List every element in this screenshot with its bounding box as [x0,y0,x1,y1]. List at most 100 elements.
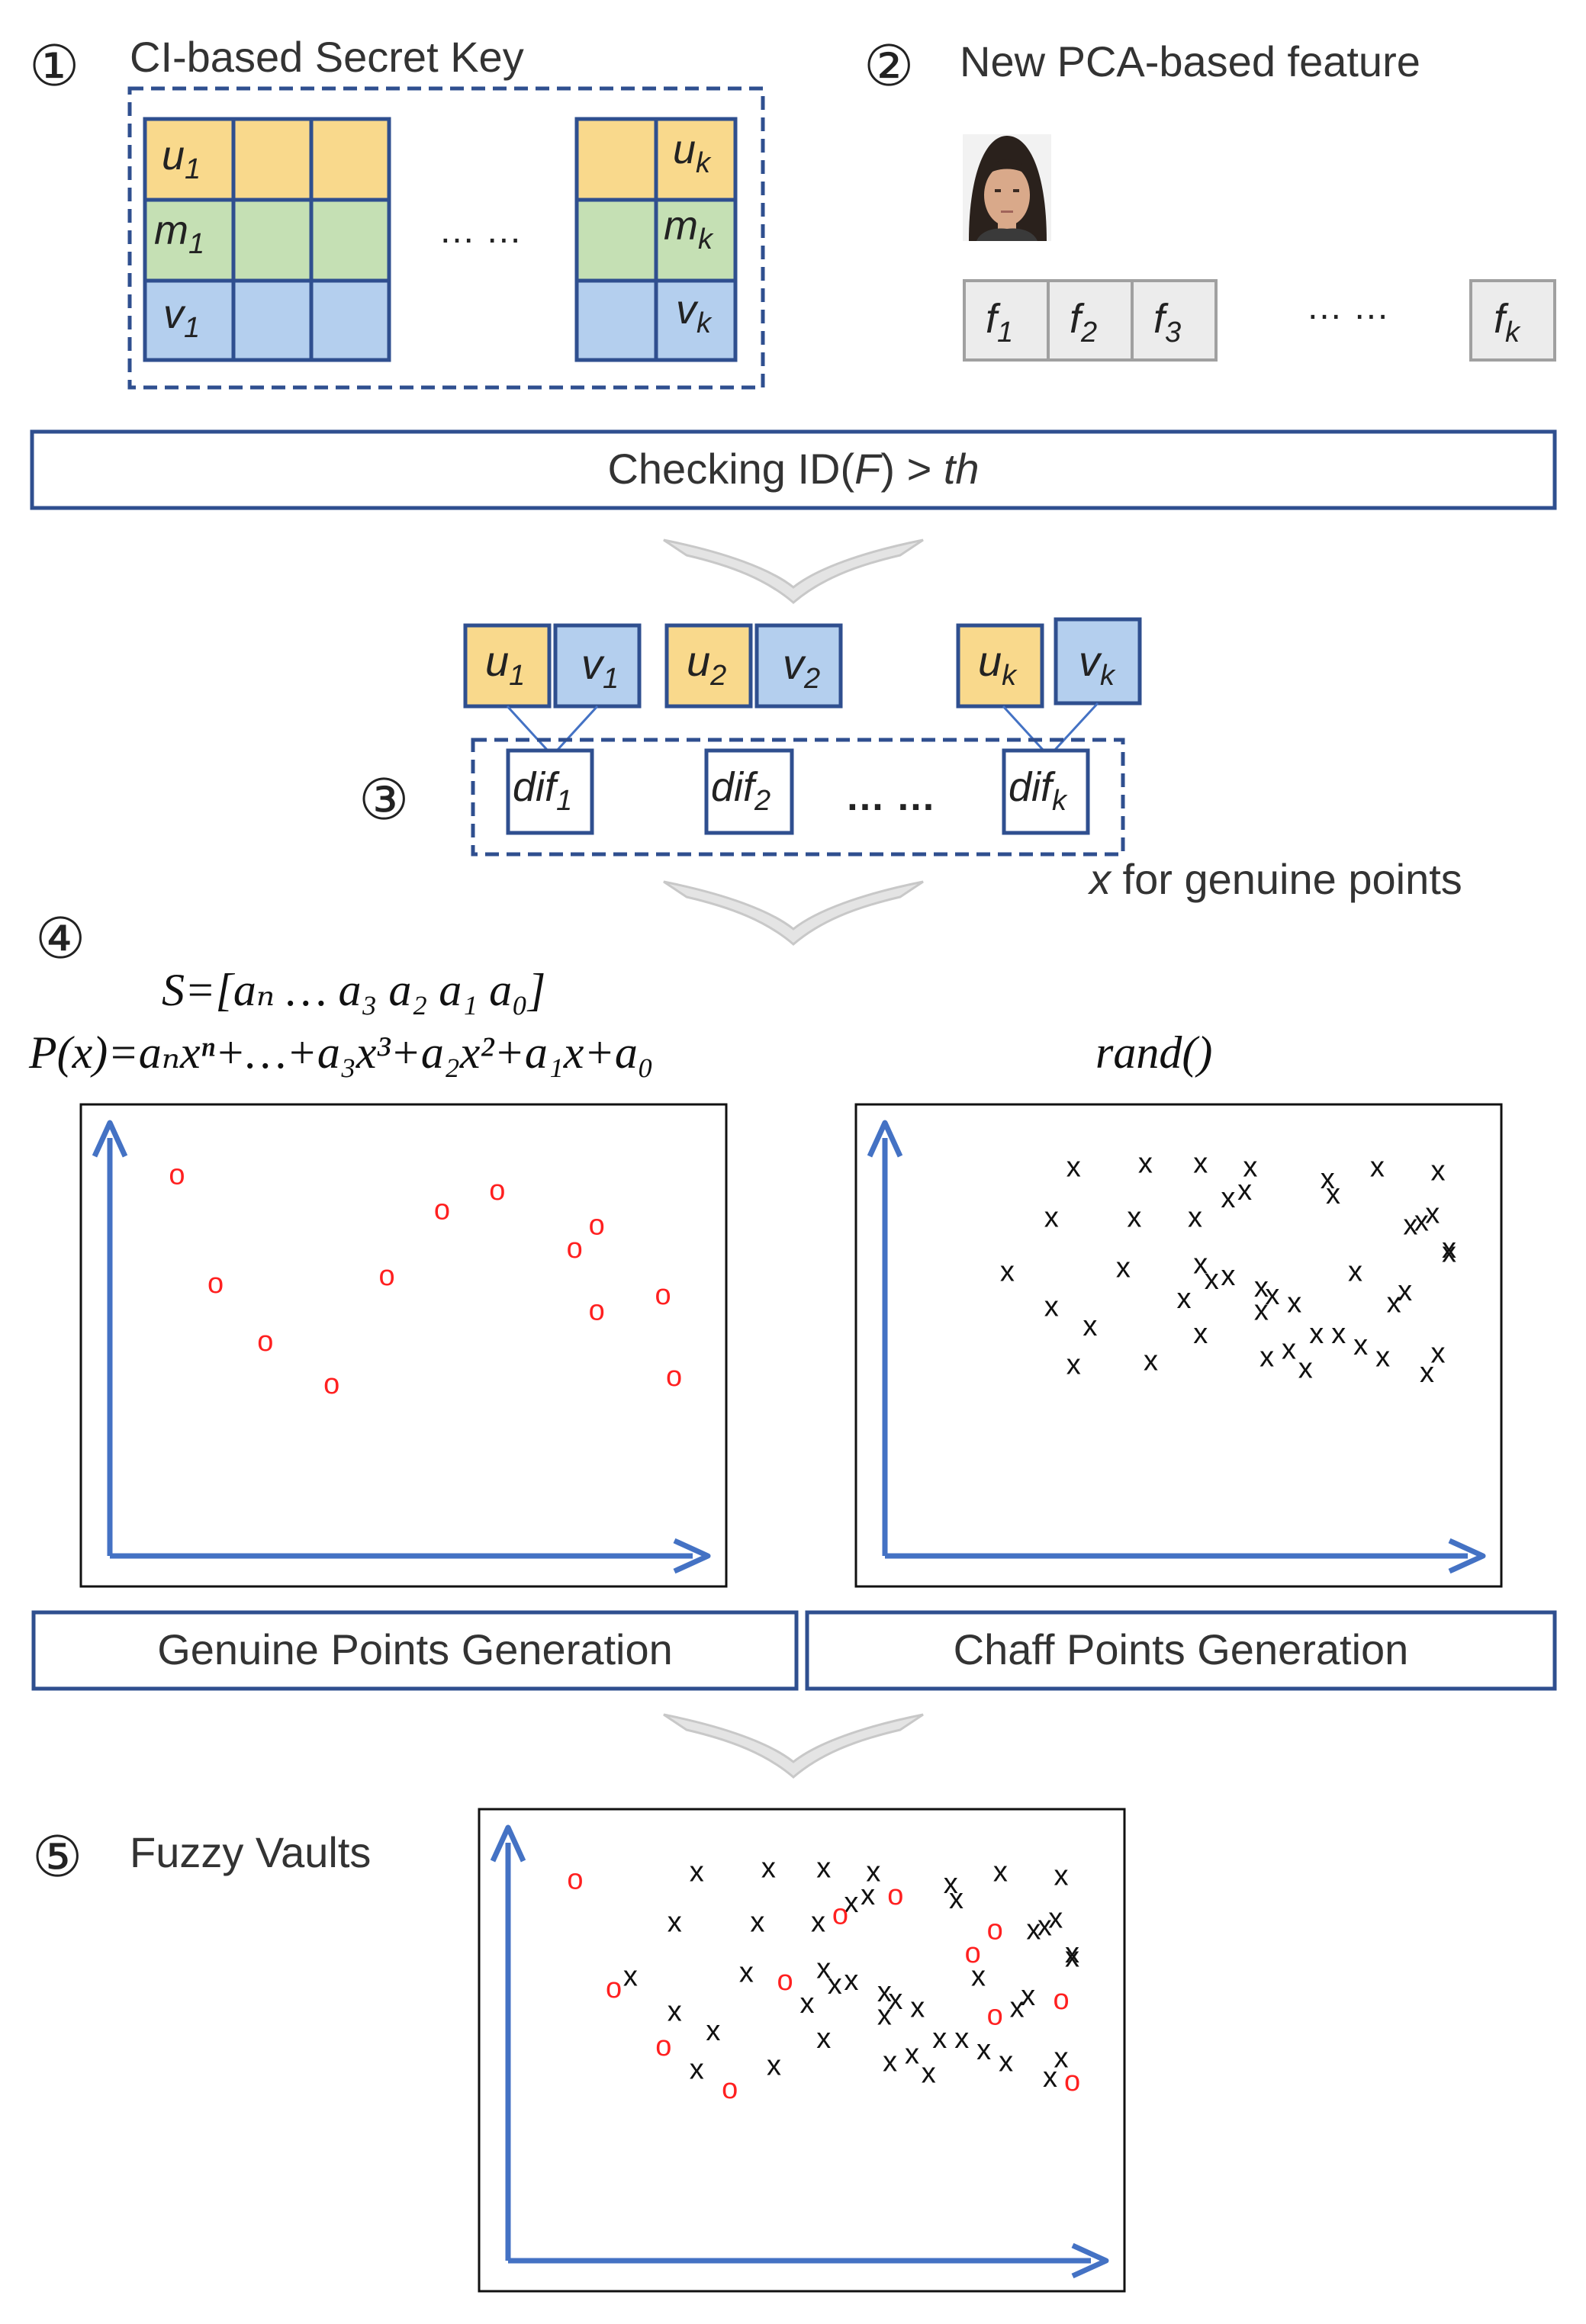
genuine-point: o [169,1159,185,1191]
pair1-v-sub: 1 [603,663,619,695]
key-m1-sub: 1 [188,228,204,260]
chaff-point: x [1205,1264,1219,1296]
key-v1-sub: 1 [184,312,200,344]
vault-chaff-point: x [954,2023,969,2055]
chaff-point: x [1221,1260,1235,1292]
chaff-point: x [1066,1349,1081,1381]
chaff-point: x [1348,1256,1362,1288]
vault-chaff-point: x [1048,1902,1063,1934]
genuine-point: o [655,1279,671,1311]
svg-text:u2: u2 [687,637,726,692]
vault-chaff-point: x [1010,1991,1025,2023]
feature-f1-sub: 1 [997,317,1013,349]
pairk-v-sub: k [1100,660,1116,692]
pair2-v: v [783,640,806,688]
svg-text:u1: u1 [485,637,525,692]
y-axis-arrowhead [490,1824,526,1863]
svg-text:m1: m1 [154,207,204,260]
vault-chaff-point: x [971,1961,986,1993]
vault-chaff-point: x [877,1999,892,2031]
feature-vector: f1 f2 f3 … … fk [963,279,1556,362]
chaff-point: x [1442,1233,1456,1265]
chaff-point: x [1398,1275,1412,1307]
svg-text:f1: f1 [986,296,1013,349]
chaff-points-generation-label: Chaff Points Generation [954,1625,1409,1673]
key-v1-label: v [163,291,186,337]
vault-chaff-point: x [844,1887,858,1919]
svg-text:Checking ID(F) > th: Checking ID(F) > th [607,445,979,493]
chaff-point: x [1044,1291,1059,1323]
down-arrow-icon [663,1713,924,1779]
vault-chaff-point: x [999,2046,1013,2078]
vault-chaff-point: x [761,1852,776,1884]
secret-key-dashed-frame [127,86,765,390]
step2-title: New PCA-based feature [960,37,1420,85]
pair2-u-sub: 2 [709,660,726,692]
key-mk-sub: k [698,223,714,256]
genuine-plot-axes [92,1120,711,1574]
genuine-point: o [666,1361,682,1393]
dif1: dif [513,764,560,810]
chaff-point: x [1282,1333,1296,1365]
chaff-point: x [1193,1249,1208,1281]
vault-chaff-point: x [811,1907,825,1939]
vault-genuine-point: o [777,1965,793,1997]
vault-chaff-point: x [888,1984,902,2016]
chaff-point: x [1221,1182,1235,1214]
vault-chaff-point: x [767,2050,781,2082]
secret-key-ellipsis: … … [439,211,522,251]
dif2: dif [711,764,758,810]
genuine-point: o [589,1210,605,1242]
vault-chaff-point: x [800,1988,815,2020]
key-u1-label: u [162,133,185,178]
vault-chaff-point: x [932,2023,947,2055]
chaff-point: x [1177,1283,1192,1315]
feature-ellipsis: … … [1306,287,1389,327]
chaff-point: x [1321,1163,1335,1195]
key-uk-sub: k [696,147,712,179]
svg-text:uk: uk [978,637,1018,692]
svg-text:v1: v1 [581,640,619,695]
chaff-point: x [1431,1156,1446,1188]
vault-chaff-point: x [883,2046,897,2078]
genuine-plot-frame [79,1103,728,1588]
chaff-point: x [1420,1357,1434,1389]
chaff-point: x [1442,1236,1456,1268]
vault-chaff-point: x [910,1991,925,2023]
chaff-point: x [1237,1175,1252,1207]
vault-genuine-point: o [987,1999,1003,2031]
chaff-point: x [1066,1152,1081,1184]
step5-number: ⑤ [32,1825,82,1888]
vault-chaff-point: x [623,1961,638,1993]
chaff-point: x [1144,1345,1158,1377]
key-m1-label: m [154,207,188,253]
vault-genuine-point: o [722,2073,738,2105]
svg-text:x for genuine points: x for genuine points [1087,855,1462,903]
pair1-v: v [581,640,605,688]
pair1-u: u [485,637,509,685]
vault-chaff-point: x [690,1856,704,1888]
chaff-point: x [1188,1202,1202,1234]
chaff-point: x [1044,1202,1059,1234]
vault-chaff-point: x [816,2023,831,2055]
pair2-u: u [687,637,710,685]
vault-chaff-point: x [1065,1937,1079,1969]
vault-chaff-point: x [1026,1914,1041,1946]
feature-fk-sub: k [1505,317,1521,349]
feature-f3-sub: 3 [1165,317,1181,349]
chaff-points-generation-bar [805,1610,1557,1691]
vault-chaff-point: x [944,1868,958,1900]
y-axis-arrowhead [867,1120,903,1158]
vault-chaff-point: x [739,1957,754,1989]
vault-chaff-point: x [816,1953,831,1985]
polynomial-formula: P(x)=aₙxⁿ+…+a₃x³+a₂x²+a₁x+a₀ [28,1027,654,1078]
pairk-v: v [1079,637,1102,685]
svg-text:v1: v1 [163,291,200,344]
key-u1-sub: 1 [185,153,201,185]
vault-genuine-point: o [832,1898,848,1930]
feature-f2: f [1070,296,1085,342]
chaff-point: x [1387,1287,1401,1319]
checking-prefix: Checking ID( [607,445,854,493]
genuine-point: o [567,1233,583,1265]
